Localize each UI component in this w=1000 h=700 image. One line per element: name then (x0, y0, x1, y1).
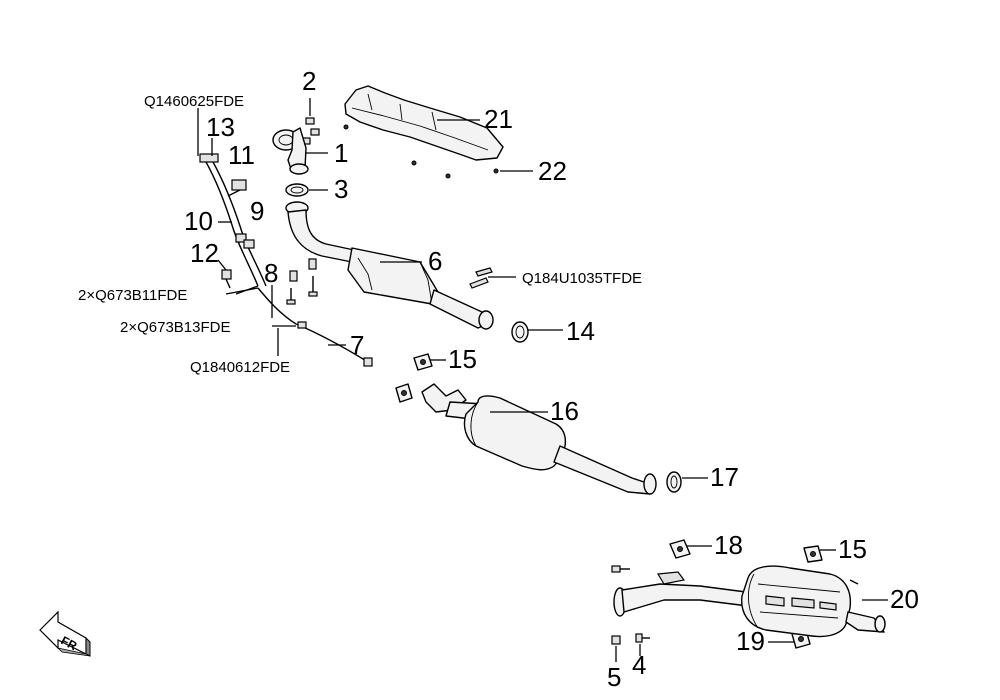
callout-15-rear: 15 (838, 534, 867, 564)
ring-gasket-part-14 (511, 321, 529, 343)
hanger-part-15-rear (803, 545, 823, 563)
front-direction-label: FR (59, 633, 80, 653)
heat-shield-part-21 (343, 85, 504, 179)
code-label-q184u1035tfde: Q184U1035TFDE (522, 270, 642, 287)
nut-part-2 (301, 117, 320, 145)
callout-15: 15 (448, 344, 477, 374)
gasket-part-3 (285, 183, 309, 197)
callout-7: 7 (350, 330, 364, 360)
rear-muffler-part-20 (613, 565, 886, 638)
callout-21: 21 (484, 104, 513, 134)
front-arrow-icon (39, 610, 91, 657)
code-label-q1460625fde: Q1460625FDE (144, 93, 244, 110)
callout-22: 22 (538, 156, 567, 186)
code-label-q673b13fde: 2×Q673B13FDE (120, 319, 231, 336)
callout-3: 3 (334, 174, 348, 204)
callout-12: 12 (190, 238, 219, 268)
callout-1: 1 (334, 138, 348, 168)
callout-2: 2 (302, 66, 316, 96)
gasket-part-17 (666, 471, 682, 493)
leader-lines (197, 98, 888, 662)
bolts-part-4-5 (611, 565, 650, 645)
callout-16: 16 (550, 396, 579, 426)
callout-6: 6 (428, 246, 442, 276)
callout-20: 20 (890, 584, 919, 614)
code-label-q1840612fde: Q1840612FDE (190, 359, 290, 376)
callout-18: 18 (714, 530, 743, 560)
callout-5: 5 (607, 662, 621, 692)
center-muffler-part-16 (421, 383, 657, 495)
clip-q184u (469, 267, 493, 289)
bolts-group (286, 258, 318, 305)
callout-13: 13 (206, 112, 235, 142)
hanger-part-18 (669, 539, 691, 559)
bolt-part-12 (221, 269, 232, 289)
sensor-cable-part-7-8 (257, 287, 373, 367)
callout-9: 9 (250, 196, 264, 226)
callout-4: 4 (632, 650, 646, 680)
exhaust-elbow-part-1 (272, 127, 309, 175)
code-label-q673b11fde: 2×Q673B11FDE (78, 287, 187, 304)
hanger-part-15-upper (413, 353, 433, 371)
callout-19: 19 (736, 626, 765, 656)
callout-17: 17 (710, 462, 739, 492)
callout-8: 8 (264, 258, 278, 288)
callout-14: 14 (566, 316, 595, 346)
hanger-part-15-lower (395, 383, 413, 403)
callout-11: 11 (228, 140, 255, 170)
callout-10: 10 (184, 206, 213, 236)
front-pipe-converter-part-6 (285, 201, 494, 330)
